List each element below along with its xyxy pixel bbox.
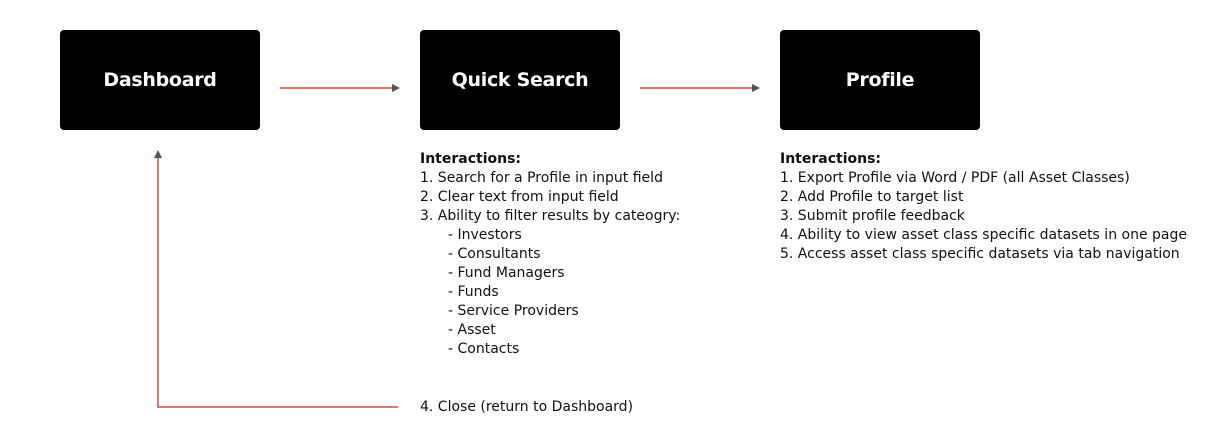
quick-search-interaction-list: 1. Search for a Profile in input field 2… <box>420 169 680 226</box>
category-item: - Contacts <box>448 341 520 357</box>
profile-interactions-title: Interactions: <box>780 151 882 167</box>
list-item: 1. Export Profile via Word / PDF (all As… <box>780 170 1130 186</box>
category-item: - Fund Managers <box>448 265 565 281</box>
profile-interaction-list: 1. Export Profile via Word / PDF (all As… <box>780 169 1187 264</box>
quick-search-interactions: Interactions: 1. Search for a Profile in… <box>420 150 680 359</box>
dashboard-node: Dashboard <box>60 30 260 130</box>
arrowhead-quick-search <box>392 84 400 92</box>
profile-node: Profile <box>780 30 980 130</box>
list-item: 3. Ability to filter results by cateogry… <box>420 208 681 224</box>
arrowhead-dashboard <box>154 150 162 158</box>
list-item: 2. Add Profile to target list <box>780 189 964 205</box>
close-interaction: 4. Close (return to Dashboard) <box>420 399 634 415</box>
profile-interactions: Interactions: 1. Export Profile via Word… <box>780 150 1187 264</box>
dashboard-label: Dashboard <box>103 69 217 91</box>
category-item: - Funds <box>448 284 499 300</box>
category-item: - Investors <box>448 227 522 243</box>
list-item: 4. Ability to view asset class specific … <box>780 227 1187 243</box>
quick-search-node: Quick Search <box>420 30 620 130</box>
quick-search-label: Quick Search <box>451 69 589 91</box>
arrowhead-profile <box>752 84 760 92</box>
quick-search-interactions-title: Interactions: <box>420 151 522 167</box>
category-item: - Asset <box>448 322 496 338</box>
list-item: 5. Access asset class specific datasets … <box>780 246 1180 262</box>
category-item: - Consultants <box>448 246 541 262</box>
connector-close-to-dashboard <box>157 158 398 408</box>
profile-label: Profile <box>845 69 915 91</box>
list-item: 3. Submit profile feedback <box>780 208 965 224</box>
filter-category-list: - Investors - Consultants - Fund Manager… <box>420 226 680 359</box>
list-item: 2. Clear text from input field <box>420 189 619 205</box>
category-item: - Service Providers <box>448 303 579 319</box>
list-item: 1. Search for a Profile in input field <box>420 170 663 186</box>
